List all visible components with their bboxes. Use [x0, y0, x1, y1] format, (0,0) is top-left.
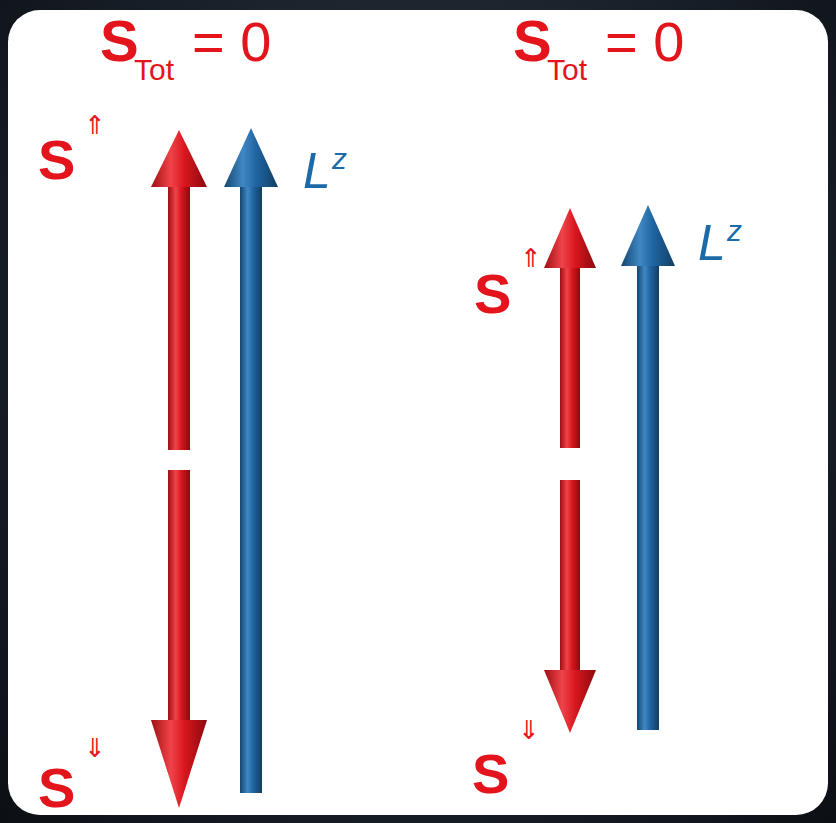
subscript: Tot — [134, 55, 174, 85]
spin-symbol: S — [472, 746, 509, 802]
spin-symbol: S — [38, 132, 75, 188]
orbital-symbol: L — [303, 146, 331, 196]
spin-up-arrow — [544, 208, 596, 448]
spin-symbol: S — [100, 12, 139, 70]
superscript: z — [332, 144, 347, 174]
orbital-symbol: L — [698, 218, 726, 268]
superscript: ⇑ — [84, 112, 106, 138]
superscript: ⇓ — [84, 735, 106, 761]
spin-down-arrow — [544, 480, 596, 733]
equation-value: = 0 — [192, 14, 271, 70]
spin-down-arrow — [151, 470, 207, 808]
superscript: ⇓ — [518, 717, 540, 743]
equation-value: = 0 — [605, 14, 684, 70]
white-panel — [8, 10, 828, 815]
spin-symbol: S — [474, 266, 511, 322]
superscript: z — [727, 216, 742, 246]
spin-symbol: S — [513, 12, 552, 70]
spin-up-arrow — [151, 130, 207, 450]
orbital-arrow — [621, 205, 675, 730]
superscript: ⇑ — [520, 245, 542, 271]
spin-symbol: S — [38, 760, 75, 816]
orbital-arrow — [224, 128, 278, 793]
subscript: Tot — [547, 55, 587, 85]
